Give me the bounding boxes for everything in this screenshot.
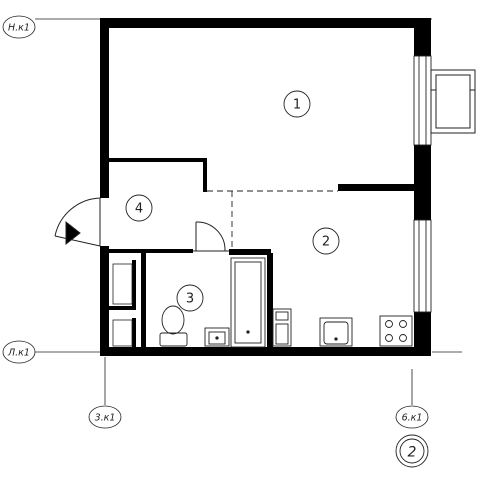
room-label-3: 3: [186, 292, 194, 307]
kitchen-sink-icon: [319, 317, 353, 347]
exterior-walls: [100, 18, 431, 356]
balcony: [430, 69, 476, 134]
interior-walls: [109, 158, 418, 348]
entrance-door: [54, 197, 101, 247]
window-upper: [413, 55, 432, 146]
axis-bubble-3: 3.к1: [88, 405, 122, 429]
axis-label-6: 6.к1: [402, 413, 423, 424]
bathroom-door: [193, 221, 229, 252]
kitchen-appliance-icon: [272, 308, 292, 347]
room-bubble-3: 3: [176, 284, 204, 312]
toilet-icon: [159, 305, 188, 347]
sheet-marker-label: 2: [408, 445, 417, 461]
bathroom-sink-icon: [204, 327, 230, 347]
window-lower: [413, 219, 432, 313]
stove-icon: [379, 315, 413, 347]
room-bubble-2: 2: [312, 227, 340, 255]
axis-label-n: Н.к1: [8, 23, 30, 34]
axis-bubble-l: Л.к1: [2, 340, 36, 364]
axis-label-3: 3.к1: [95, 413, 116, 424]
room-label-4: 4: [135, 202, 143, 217]
axis-bubble-n: Н.к1: [2, 15, 36, 39]
zone-boundary: [207, 190, 338, 250]
bathtub-icon: [230, 257, 266, 348]
room-bubble-1: 1: [283, 90, 311, 118]
entrance-arrow-icon: [65, 220, 81, 246]
room-bubble-4: 4: [125, 194, 153, 222]
room-label-1: 1: [293, 98, 301, 113]
sheet-marker: 2: [395, 434, 429, 468]
axis-label-l: Л.к1: [7, 348, 30, 359]
axis-bubble-6: 6.к1: [395, 405, 429, 429]
closet-outline: [112, 263, 133, 347]
room-label-2: 2: [322, 235, 330, 250]
